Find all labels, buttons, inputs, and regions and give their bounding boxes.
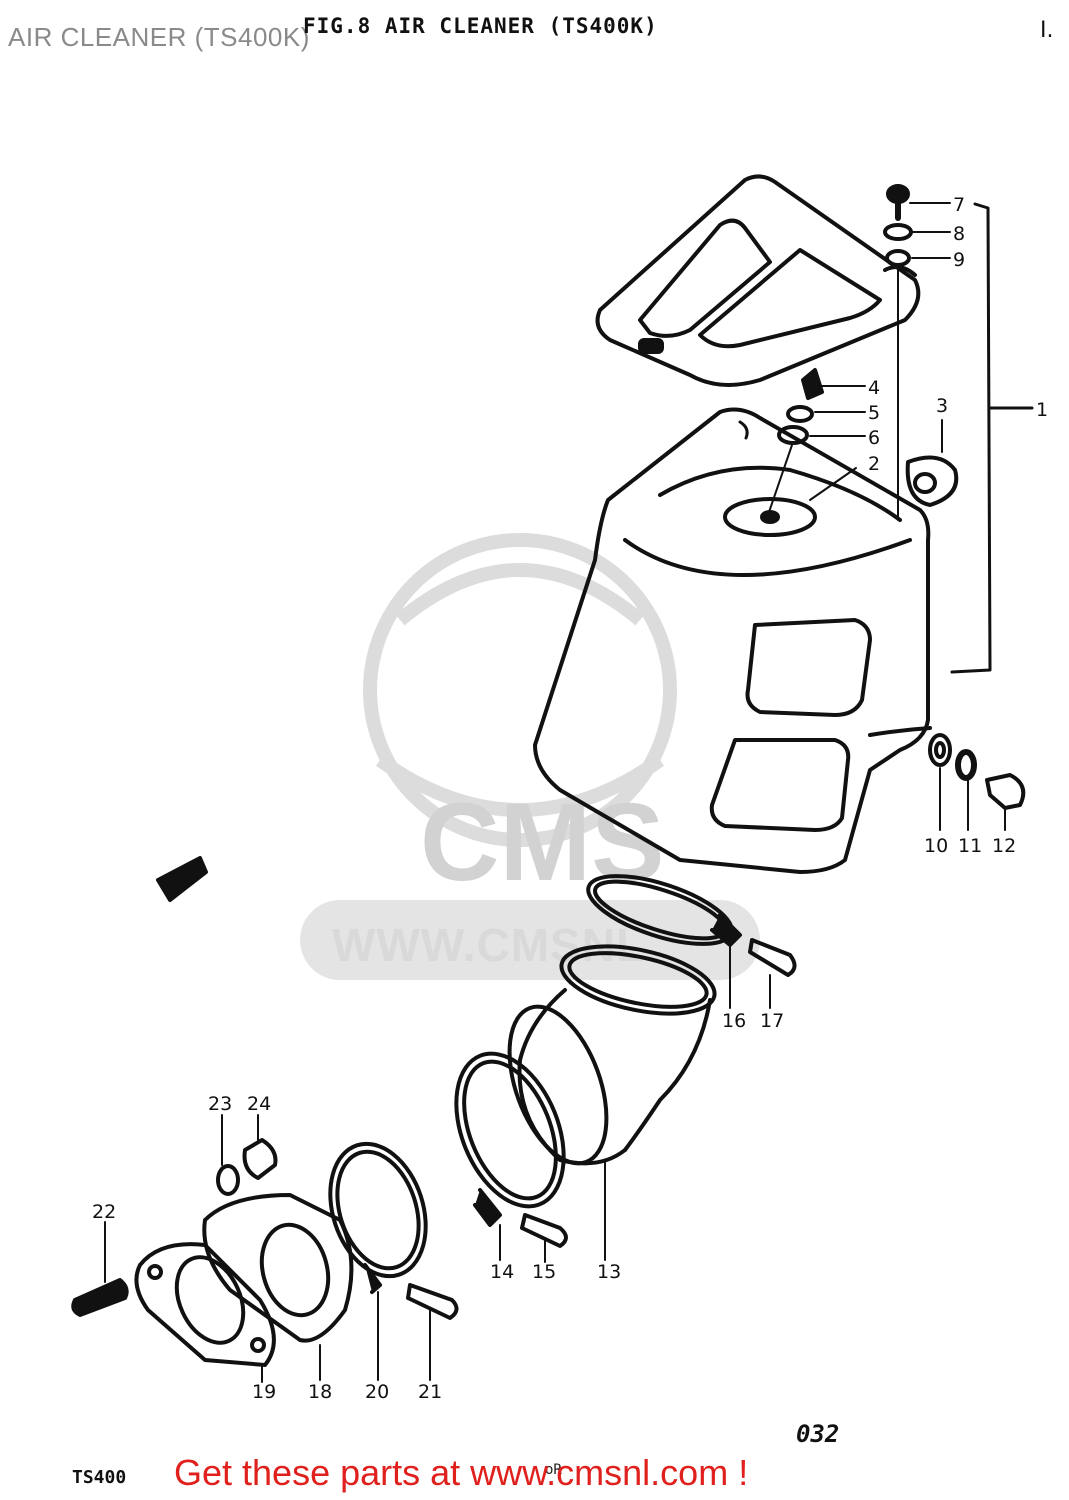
callout-labels: 1 2 3 4 5 6 7 8 9 10 11 12 13 14 15 16 1… xyxy=(92,194,1048,1403)
callout-16: 16 xyxy=(722,1010,746,1032)
callout-20: 20 xyxy=(365,1381,389,1403)
pipe-clamp xyxy=(328,1141,428,1381)
callout-23: 23 xyxy=(208,1093,232,1115)
front-arrow-mark xyxy=(156,856,208,902)
callout-14: 14 xyxy=(490,1261,514,1283)
page-title: AIR CLEANER (TS400K) xyxy=(8,22,310,52)
callout-11: 11 xyxy=(958,835,982,857)
callout-4: 4 xyxy=(868,377,880,399)
callout-5: 5 xyxy=(868,402,880,424)
corner-mark: I. xyxy=(1040,18,1054,43)
callout-22: 22 xyxy=(92,1201,116,1223)
grommet xyxy=(905,419,959,507)
callout-19: 19 xyxy=(252,1381,276,1403)
clamp-screw-upper xyxy=(748,938,797,1009)
hose-clamp-lower xyxy=(454,1051,566,1261)
callout-7: 7 xyxy=(953,194,965,216)
assembly-bracket xyxy=(950,202,1034,674)
callout-17: 17 xyxy=(760,1010,784,1032)
intake-hose xyxy=(507,944,717,1261)
callout-3: 3 xyxy=(936,395,948,417)
callout-21: 21 xyxy=(418,1381,442,1403)
footer-mark: oR xyxy=(545,1462,562,1478)
page-number: 032 xyxy=(796,1420,840,1448)
element-bolt-stack xyxy=(767,368,866,516)
callout-13: 13 xyxy=(597,1261,621,1283)
callout-9: 9 xyxy=(953,249,965,271)
pipe-clamp-screw xyxy=(406,1283,459,1381)
stud-bolt xyxy=(71,1221,129,1317)
callout-15: 15 xyxy=(532,1261,556,1283)
callout-12: 12 xyxy=(992,835,1016,857)
callout-18: 18 xyxy=(308,1381,332,1403)
callout-6: 6 xyxy=(868,427,880,449)
hose-clamp-upper xyxy=(586,874,742,1009)
cover-bolt-stack xyxy=(883,184,951,521)
air-cleaner-case xyxy=(533,407,932,874)
callout-1: 1 xyxy=(1036,399,1048,421)
intake-pipe xyxy=(202,1193,354,1381)
figure-title: FIG.8 AIR CLEANER (TS400K) xyxy=(303,14,658,38)
air-cleaner-cover xyxy=(595,174,921,387)
clamp-screw-lower xyxy=(520,1213,568,1263)
cta-link[interactable]: Get these parts at www.cmsnl.com ! xyxy=(174,1452,749,1493)
callout-24: 24 xyxy=(247,1093,271,1115)
callout-10: 10 xyxy=(924,835,948,857)
model-label: TS400 xyxy=(72,1467,127,1488)
intake-gasket xyxy=(134,1242,276,1383)
callout-2: 2 xyxy=(868,453,880,475)
side-bolt-stack xyxy=(928,733,1026,831)
callout-8: 8 xyxy=(953,223,965,245)
stud-nut-washer xyxy=(216,1114,278,1196)
watermark-text: WWW.CMSNL xyxy=(332,919,646,971)
